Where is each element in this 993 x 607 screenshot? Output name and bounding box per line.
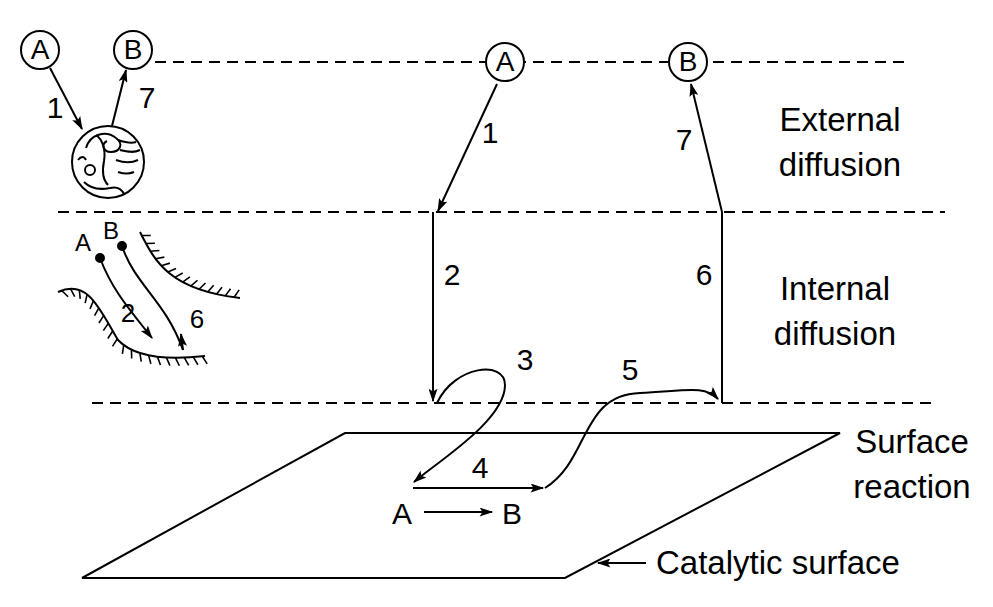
pore-texture: [78, 157, 86, 160]
species-label: B: [502, 494, 522, 535]
callout-number: 2: [121, 296, 135, 331]
diffusion-path: [122, 246, 183, 350]
pore-texture: [116, 140, 140, 174]
callout-number: 3: [517, 340, 534, 381]
hatch-tick: [95, 308, 99, 316]
dashed-line: [155, 61, 905, 63]
arrow: [414, 370, 505, 482]
hatch-tick: [234, 290, 239, 297]
hatch-tick: [166, 357, 170, 365]
hatch-tick: [175, 273, 183, 277]
pore-texture: [84, 182, 124, 194]
catalyst-pellet: [72, 126, 144, 198]
arrow: [432, 212, 434, 401]
species-circle: B: [113, 30, 153, 70]
hatch-tick: [156, 257, 165, 259]
pore-texture: [85, 165, 95, 175]
species-letter: A: [496, 48, 515, 76]
leader-arrow: [598, 562, 646, 564]
hatch-tick: [149, 355, 151, 364]
arrow: [721, 212, 723, 403]
callout-number: 2: [444, 255, 461, 296]
hatch-tick: [150, 250, 159, 252]
arrow: [691, 84, 722, 212]
hatch-tick: [142, 235, 151, 237]
callout-number: 5: [622, 350, 639, 391]
diffusion-path: [100, 258, 152, 338]
species-label: A: [392, 494, 412, 535]
arrow: [413, 487, 543, 489]
dashed-line: [92, 402, 935, 404]
arrow: [545, 390, 718, 488]
hatch-tick: [108, 331, 113, 338]
species-letter: B: [679, 48, 698, 76]
hatch-tick: [112, 339, 117, 347]
pore-wall: [140, 232, 240, 298]
region-label: External diffusion: [765, 98, 915, 187]
hatch-tick: [131, 350, 133, 359]
callout-number: 6: [190, 302, 204, 337]
hatch-tick: [62, 290, 68, 296]
hatch-tick: [140, 353, 141, 362]
hatch-tick: [191, 280, 198, 286]
species-circle: A: [485, 42, 525, 82]
arrow: [424, 511, 492, 513]
callout-number: 7: [676, 120, 693, 161]
hatch-tick: [122, 345, 123, 354]
species-circle: B: [668, 42, 708, 82]
molecule-dot: [96, 254, 104, 262]
hatch-tick: [183, 277, 190, 282]
hatch-tick: [99, 315, 104, 323]
hatch-tick: [90, 301, 94, 309]
dashed-line: [58, 211, 945, 213]
hatch-tick: [85, 294, 87, 303]
callout-number: 6: [696, 255, 713, 296]
hatch-tick: [168, 268, 176, 272]
hatch-tick: [161, 263, 170, 266]
species-letter: B: [124, 36, 143, 64]
hatch-tick: [157, 357, 160, 365]
hatch-tick: [79, 290, 81, 299]
hatch-tick: [199, 283, 205, 289]
pore-wall: [58, 289, 205, 358]
callout-number: 1: [47, 88, 64, 129]
hatch-tick: [225, 289, 230, 296]
species-label: B: [103, 215, 119, 247]
region-label: Internal diffusion: [760, 267, 910, 356]
arrow: [181, 334, 183, 350]
callout-number: 1: [482, 113, 499, 154]
hatch-tick: [184, 358, 188, 366]
callout-number: 7: [139, 78, 156, 119]
surface-label: Catalytic surface: [656, 541, 900, 586]
hatch-tick: [193, 357, 198, 365]
species-letter: A: [31, 36, 50, 64]
species-label: A: [75, 227, 91, 259]
arrow: [112, 70, 126, 126]
hatch-tick: [216, 287, 222, 294]
molecule-dot: [118, 242, 126, 250]
pore-texture: [96, 135, 108, 185]
hatch-tick: [175, 358, 179, 366]
hatch-tick: [146, 242, 155, 244]
callout-number: 4: [472, 448, 489, 489]
hatch-tick: [70, 289, 74, 297]
hatch-tick: [103, 323, 108, 330]
species-circle: A: [20, 30, 60, 70]
hatch-tick: [208, 285, 214, 292]
hatch-tick: [202, 356, 207, 364]
region-label: Surface reaction: [842, 420, 982, 509]
